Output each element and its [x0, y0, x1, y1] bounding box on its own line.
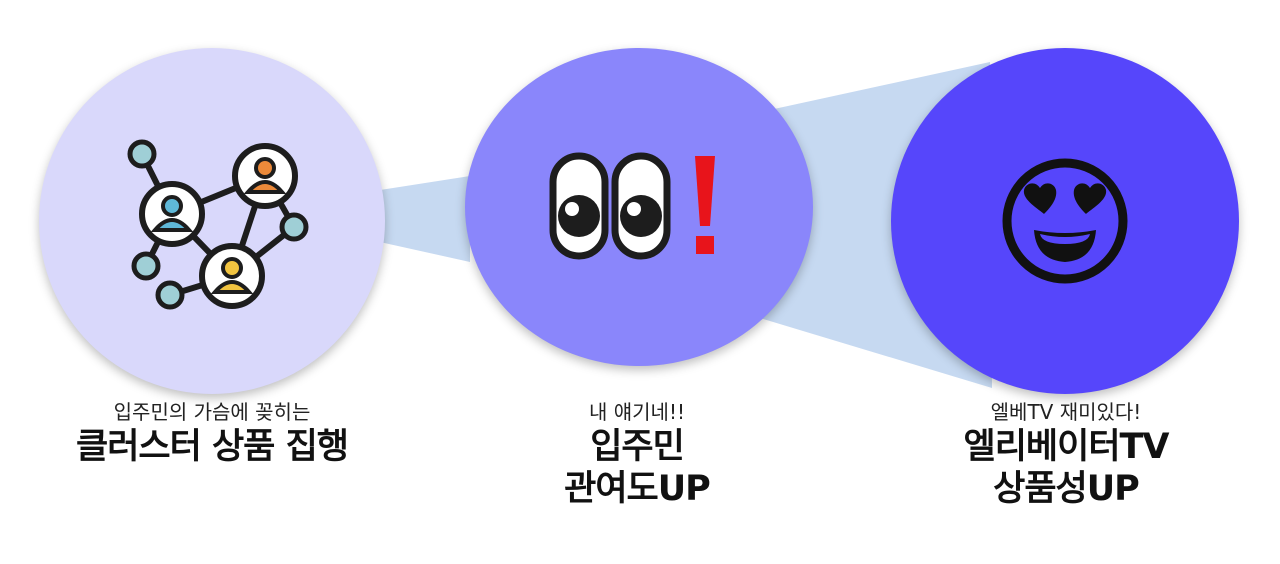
step-2-title-line-1: 입주민 [590, 427, 685, 467]
step-1-circle [39, 48, 385, 394]
step-2-title-line-2: 관여도UP [564, 469, 711, 509]
beam-1-to-2 [380, 176, 470, 262]
step-1-subtitle: 입주민의 가슴에 꽂히는 [113, 400, 311, 424]
step-3-circle [891, 48, 1239, 394]
eyes-exclamation-icon [549, 152, 715, 260]
step-3-caption: 엘베TV 재미있다! 엘리베이터TV 상품성UP [880, 398, 1252, 510]
step-2-circle [465, 48, 813, 366]
step-1-caption: 입주민의 가슴에 꽂히는 클러스터 상품 집행 [30, 398, 394, 468]
heart-eyes-emoji-icon [1002, 158, 1128, 284]
step-2-subtitle: 내 얘기네!! [589, 400, 685, 424]
step-3-title-line-2: 상품성UP [993, 469, 1140, 509]
step-3-title-line-1: 엘리베이터TV [963, 427, 1170, 467]
step-1-title-line-1: 클러스터 상품 집행 [76, 427, 349, 467]
network-people-icon [127, 139, 309, 310]
step-3-subtitle: 엘베TV 재미있다! [990, 400, 1142, 424]
step-2-caption: 내 얘기네!! 입주민 관여도UP [455, 398, 819, 510]
